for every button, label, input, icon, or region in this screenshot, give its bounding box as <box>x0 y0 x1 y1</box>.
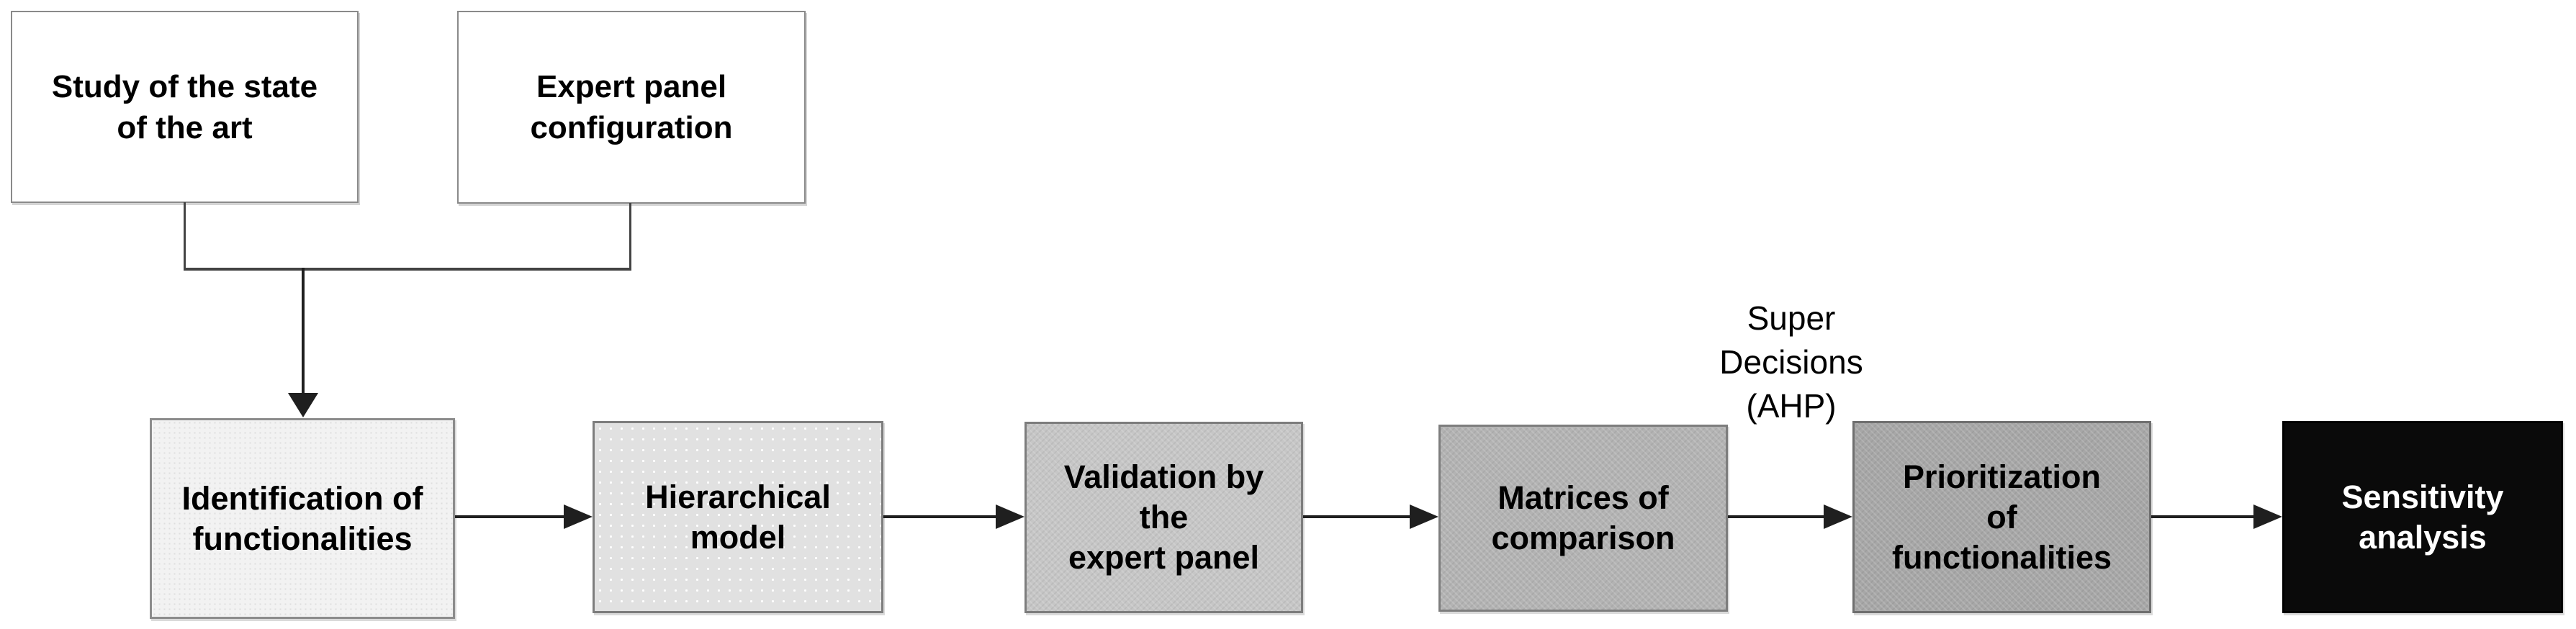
right-arrowhead-icon <box>2253 504 2282 529</box>
step-box-sensitivity-analysis: Sensitivity analysis <box>2282 421 2563 613</box>
input-box-label-line: Study of the state <box>51 68 318 104</box>
connector-stub-right <box>629 203 631 270</box>
step-box-label-line: expert panel <box>1068 539 1260 576</box>
step-box-label-line: of <box>1986 498 2017 535</box>
input-box-label-line: Expert panel <box>536 69 727 104</box>
step-box-label-line: Sensitivity <box>2341 478 2504 515</box>
input-box-study-of-the-state-of-the-art: Study of the state of the art <box>11 11 359 203</box>
step-box-label-line: Prioritization <box>1902 458 2101 495</box>
input-box-expert-panel-configuration: Expert panel configuration <box>457 11 806 204</box>
connector-merge-bar <box>184 268 631 271</box>
connector-down-line <box>302 268 305 394</box>
step-box-label-line: comparison <box>1491 520 1675 556</box>
down-arrowhead-icon <box>288 393 318 417</box>
step-box-hierarchical-model: Hierarchical model <box>593 421 883 613</box>
step-box-label-line: Identification of <box>181 479 423 517</box>
step-box-label-line: Matrices of <box>1498 479 1669 516</box>
flow-arrow-line <box>2151 515 2256 518</box>
annotation-line: Decisions <box>1719 343 1863 381</box>
flow-arrow-line <box>883 515 999 518</box>
step-box-matrices-of-comparison: Matrices of comparison <box>1438 425 1728 612</box>
step-box-validation-by-the-expert-panel: Validation by the expert panel <box>1024 422 1303 613</box>
step-box-prioritization-of-functionalities: Prioritization of functionalities <box>1852 421 2151 613</box>
right-arrowhead-icon <box>1410 504 1438 529</box>
step-box-label-line: functionalities <box>192 520 413 557</box>
annotation-line: (AHP) <box>1746 387 1837 425</box>
step-box-label-line: Hierarchical <box>645 478 831 515</box>
input-box-label-line: of the art <box>117 109 253 145</box>
step-box-label-line: model <box>690 518 786 556</box>
connector-stub-left <box>184 202 186 270</box>
right-arrowhead-icon <box>996 504 1024 529</box>
right-arrowhead-icon <box>564 504 593 529</box>
flow-arrow-line <box>1303 515 1413 518</box>
step-box-label-line: functionalities <box>1891 538 2112 576</box>
step-box-label-line: Validation by <box>1063 458 1264 495</box>
step-box-label-line: the <box>1139 499 1189 535</box>
step-box-label-line: analysis <box>2359 518 2487 556</box>
flow-arrow-line <box>455 515 567 518</box>
flow-arrow-line <box>1728 515 1827 518</box>
annotation-line: Super <box>1747 299 1836 337</box>
step-box-identification-of-functionalities: Identification of functionalities <box>150 418 455 619</box>
super-decisions-ahp-annotation: Super Decisions (AHP) <box>1683 297 1899 428</box>
input-box-label-line: configuration <box>530 110 733 145</box>
right-arrowhead-icon <box>1824 504 1852 529</box>
